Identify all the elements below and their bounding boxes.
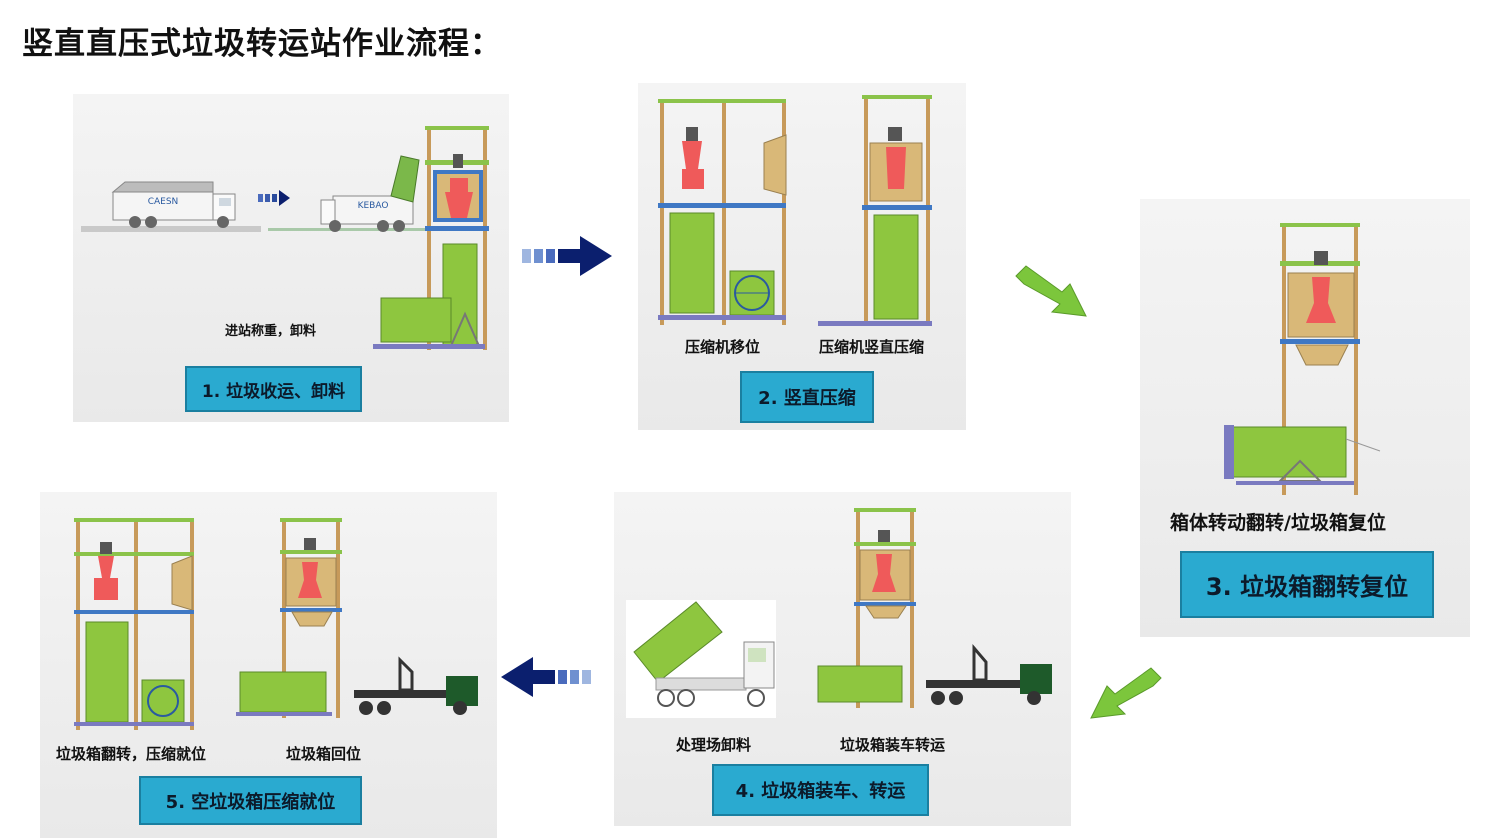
caption-vertical-compress: 压缩机竖直压缩 <box>819 338 925 356</box>
step-3-panel: 箱体转动翻转/垃圾箱复位 3. 垃圾箱翻转复位 <box>1140 199 1470 637</box>
caption-rotate-reset: 箱体转动翻转/垃圾箱复位 <box>1170 512 1386 534</box>
step-5-illustration <box>74 518 478 730</box>
caption-load-transport: 垃圾箱装车转运 <box>840 736 946 754</box>
step-5-panel: 垃圾箱翻转，压缩就位 垃圾箱回位 5. 空垃圾箱压缩就位 <box>40 492 497 838</box>
step-3-illustration <box>1224 223 1381 495</box>
step-4-label: 4. 垃圾箱装车、转运 <box>712 764 929 816</box>
transfer-station-frame <box>818 95 932 326</box>
arrow-left-icon <box>501 657 591 697</box>
step-1-illustration: CAESN KEBAO <box>81 126 489 350</box>
caption-compactor-shift: 压缩机移位 <box>685 338 761 356</box>
caption-weigh-unload: 进站称重，卸料 <box>225 324 317 339</box>
step-5-label: 5. 空垃圾箱压缩就位 <box>139 776 362 825</box>
arrow-down-left-icon <box>1090 667 1162 719</box>
truck-icon: KEBAO <box>320 155 420 232</box>
arrow-down-right-icon <box>1015 265 1087 317</box>
step-3-label: 3. 垃圾箱翻转复位 <box>1180 551 1434 618</box>
step-4-illustration <box>626 508 1052 718</box>
transfer-station-frame <box>74 518 194 730</box>
truck-icon: CAESN <box>111 181 236 228</box>
arrow-icon <box>258 190 290 206</box>
transfer-station-frame <box>1224 223 1381 495</box>
dump-truck-icon <box>626 600 776 718</box>
step-4-panel: 处理场卸料 垃圾箱装车转运 4. 垃圾箱装车、转运 <box>614 492 1071 826</box>
step-1-panel: CAESN KEBAO <box>73 94 509 422</box>
hook-lift-truck-icon <box>354 656 478 715</box>
transfer-station-frame <box>658 99 787 325</box>
caption-flip-compress-ready: 垃圾箱翻转，压缩就位 <box>56 745 207 763</box>
hook-lift-truck-icon <box>817 643 1052 705</box>
page-title: 竖直直压式垃圾转运站作业流程： <box>22 26 502 62</box>
svg-text:CAESN: CAESN <box>148 197 179 207</box>
svg-text:KEBAO: KEBAO <box>358 201 389 211</box>
transfer-station-frame <box>425 126 489 350</box>
transfer-station-frame <box>854 508 916 708</box>
step-2-panel: 压缩机移位 压缩机竖直压缩 2. 竖直压缩 <box>638 83 966 430</box>
step-1-label: 1. 垃圾收运、卸料 <box>185 366 362 412</box>
arrow-right-icon <box>522 236 612 276</box>
garbage-bin <box>373 243 485 349</box>
step-2-illustration <box>658 95 932 326</box>
caption-landfill-unload: 处理场卸料 <box>676 736 752 754</box>
transfer-station-frame <box>236 518 342 718</box>
step-2-label: 2. 竖直压缩 <box>740 371 874 423</box>
caption-bin-return: 垃圾箱回位 <box>286 745 362 763</box>
